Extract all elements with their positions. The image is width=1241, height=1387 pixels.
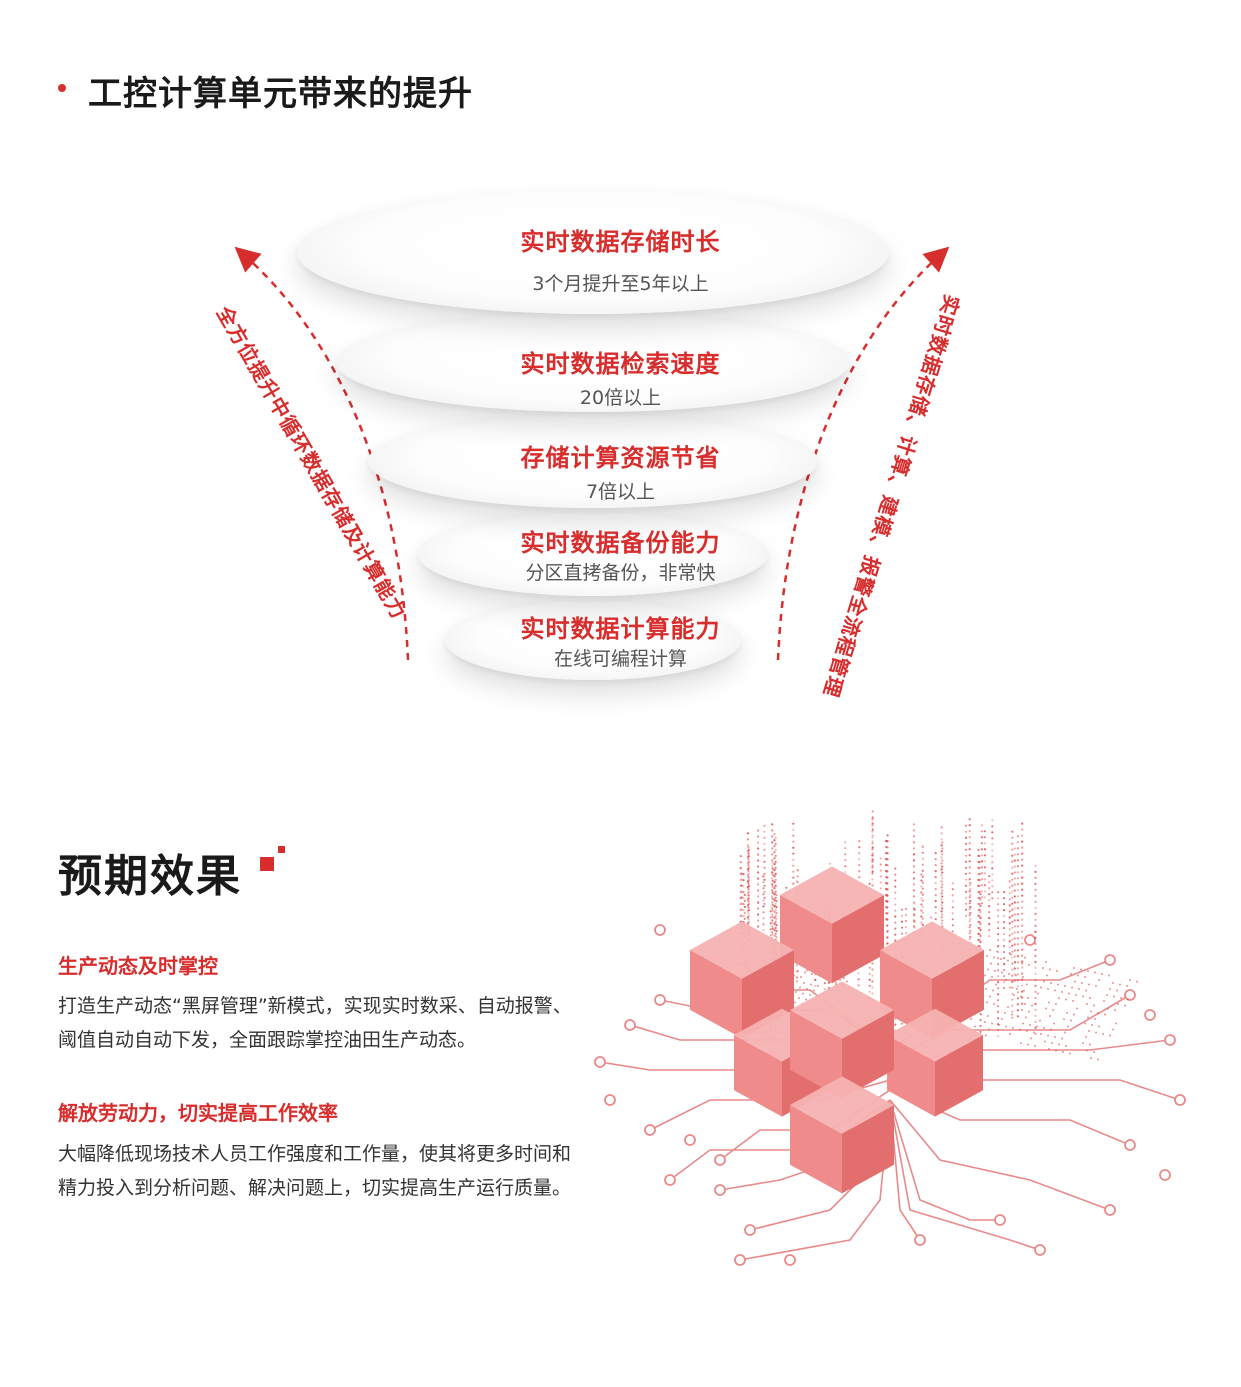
layer-subtitle: 在线可编程计算 [553, 648, 687, 670]
left-arc-arrow [234, 246, 410, 661]
layer-subtitle: 20倍以上 [579, 387, 662, 409]
result-body-line: 精力投入到分析问题、解决问题上，切实提高生产运行质量。 [58, 1177, 572, 1199]
result-heading-1: 生产动态及时掌控 [58, 954, 218, 978]
result-body-line: 大幅降低现场技术人员工作强度和工作量，使其将更多时间和 [58, 1143, 572, 1165]
layer-subtitle: 分区直拷备份，非常快 [525, 562, 716, 584]
funnel-arrows [234, 246, 950, 661]
result-body-line: 打造生产动态“黑屏管理”新模式，实现实时数采、自动报警、 [58, 995, 572, 1017]
title-square-deco [260, 857, 274, 871]
layer-subtitle: 7倍以上 [585, 481, 656, 503]
result-body-1: 打造生产动态“黑屏管理”新模式，实现实时数采、自动报警、 阈值自动自动下发，全面… [58, 989, 648, 1057]
cube-front [790, 1076, 894, 1194]
cube-center [790, 981, 894, 1099]
title-bullet [58, 84, 66, 92]
funnel-layer-2-text: 实时数据检索速度 20倍以上 [0, 344, 1241, 410]
funnel-layer-3 [368, 414, 818, 508]
section-title-expected-results: 预期效果 [58, 851, 242, 902]
layer-title: 实时数据备份能力 [520, 529, 721, 557]
cube-back [780, 866, 884, 984]
result-heading-2: 解放劳动力，切实提高工作效率 [58, 1101, 338, 1125]
funnel-layer-5 [445, 600, 741, 680]
layer-title: 实时数据存储时长 [520, 228, 721, 256]
result-body-2: 大幅降低现场技术人员工作强度和工作量，使其将更多时间和 精力投入到分析问题、解决… [58, 1137, 648, 1205]
data-cubes-illustration [594, 810, 1186, 1266]
funnel-layer-3-text: 存储计算资源节省 7倍以上 [0, 438, 1241, 504]
funnel-layer-1 [297, 190, 889, 314]
title-square-deco-small [278, 846, 285, 853]
improvement-funnel: 实时数据存储时长 3个月提升至5年以上 实时数据检索速度 20倍以上 存储计算资… [0, 190, 1241, 700]
layer-title: 存储计算资源节省 [520, 444, 721, 472]
funnel-layer-4-text: 实时数据备份能力 分区直拷备份，非常快 [0, 523, 1241, 585]
funnel-layer-5-text: 实时数据计算能力 在线可编程计算 [0, 609, 1241, 671]
section-title-improvements: 工控计算单元带来的提升 [88, 74, 473, 114]
result-body-line: 阈值自动自动下发，全面跟踪掌控油田生产动态。 [58, 1029, 477, 1051]
layer-title: 实时数据计算能力 [520, 615, 721, 643]
funnel-layer-1-text: 实时数据存储时长 3个月提升至5年以上 [0, 222, 1241, 296]
cube-right-low [887, 1008, 983, 1117]
right-arc-arrow [776, 246, 950, 661]
funnel-layer-2 [336, 312, 850, 412]
data-cubes [690, 866, 984, 1194]
layer-title: 实时数据检索速度 [520, 350, 721, 378]
layer-subtitle: 3个月提升至5年以上 [532, 273, 709, 295]
funnel-layer-4 [418, 512, 768, 596]
